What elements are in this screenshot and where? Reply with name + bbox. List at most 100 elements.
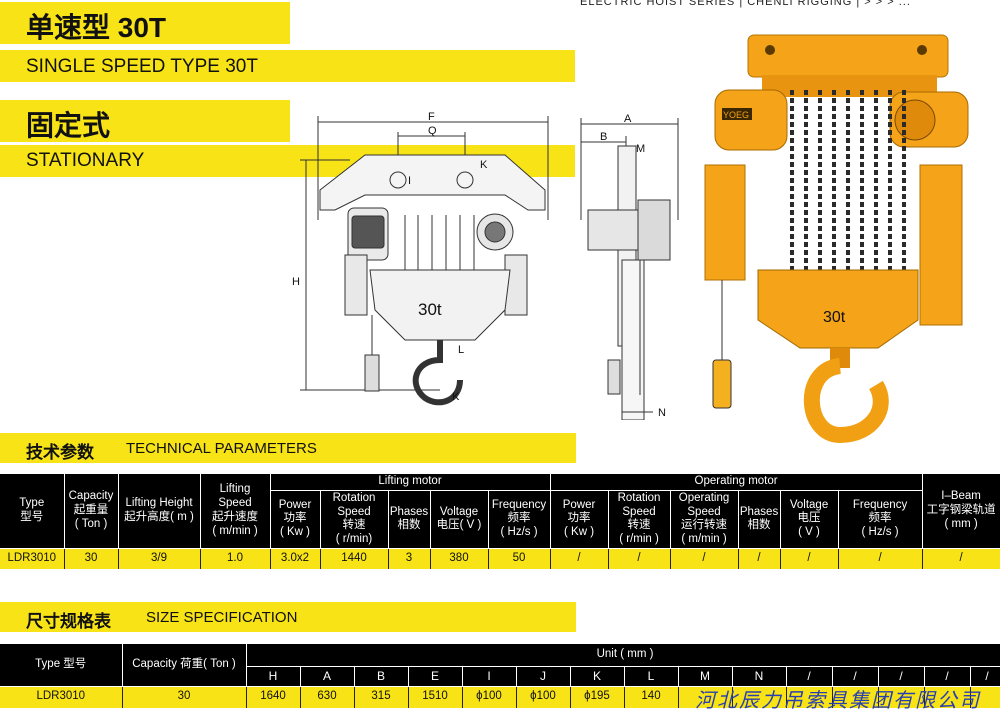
- cell-om-rotation: /: [608, 547, 671, 570]
- cell-size-capacity: 30: [122, 686, 247, 708]
- th-dim-col: B: [354, 666, 409, 687]
- th-size-type: Type 型号: [0, 644, 123, 687]
- th-size-capacity: Capacity 荷重( Ton ): [122, 644, 247, 687]
- dim-label-a: A: [624, 113, 632, 125]
- dim-label-h: H: [292, 276, 300, 288]
- th-group-operating-motor: Operating motor: [550, 474, 923, 491]
- hoist-photo: YOEG 30t: [704, 34, 969, 444]
- tech-params-heading: 技术参数 TECHNICAL PARAMETERS: [0, 433, 576, 463]
- mount-title-cn: 固定式: [26, 110, 111, 141]
- cell-capacity: 30: [64, 547, 119, 570]
- cell-om-phases: /: [738, 547, 781, 570]
- side-view-drawing: A B M N: [580, 113, 679, 420]
- th-dim-col: I: [462, 666, 517, 687]
- cell-dim-value: 1510: [408, 686, 463, 708]
- dim-label-f: F: [428, 111, 435, 123]
- cell-dim-value: 1640: [246, 686, 301, 708]
- cell-dim-value: 315: [354, 686, 409, 708]
- th-dim-col: /: [832, 666, 879, 687]
- size-spec-title-en: SIZE SPECIFICATION: [146, 609, 298, 626]
- th-unit: Unit ( mm ): [246, 644, 1000, 667]
- cell-dim-value: [678, 686, 733, 708]
- cell-dim-value: [732, 686, 787, 708]
- cell-lifting-speed: 1.0: [200, 547, 271, 570]
- th-dim-col: /: [786, 666, 833, 687]
- subtitle-band: [0, 50, 575, 82]
- cell-lm-frequency: 50: [488, 547, 551, 570]
- cell-dim-value: [832, 686, 879, 708]
- dim-label-k-hook: K: [452, 391, 460, 403]
- cell-lifting-height: 3/9: [118, 547, 201, 570]
- cell-dim-value: [878, 686, 925, 708]
- cell-dim-value: ϕ195: [570, 686, 625, 708]
- cell-ibeam: /: [922, 547, 1000, 570]
- tech-params-title-cn: 技术参数: [26, 443, 94, 462]
- cell-dim-value: 140: [624, 686, 679, 708]
- th-dim-col: E: [408, 666, 463, 687]
- th-dim-col: L: [624, 666, 679, 687]
- cell-om-power: /: [550, 547, 609, 570]
- front-view-drawing: F Q I K H L K 30t: [292, 111, 549, 406]
- dim-label-i: I: [408, 175, 411, 187]
- th-dim-col: M: [678, 666, 733, 687]
- photo-brand: YOEG: [723, 110, 749, 120]
- photo-capacity: 30t: [823, 309, 846, 326]
- cell-dim-value: [924, 686, 971, 708]
- mount-band: [0, 100, 290, 142]
- dim-label-k-top: K: [480, 159, 488, 171]
- th-dim-col: /: [970, 666, 1000, 687]
- cell-om-voltage: /: [780, 547, 839, 570]
- th-dim-col: H: [246, 666, 301, 687]
- th-dim-col: /: [878, 666, 925, 687]
- table-row: LDR3010 30 3/9 1.0 3.0x2 1440 3 380 50 /…: [0, 547, 1000, 570]
- dim-label-m: M: [636, 143, 645, 155]
- page-title-en: SINGLE SPEED TYPE 30T: [26, 56, 258, 77]
- cell-dim-value: 630: [300, 686, 355, 708]
- size-spec-title-cn: 尺寸规格表: [26, 612, 111, 631]
- mount-title-en: STATIONARY: [26, 150, 145, 171]
- cell-type: LDR3010: [0, 547, 65, 570]
- th-dim-col: N: [732, 666, 787, 687]
- company-watermark: 河北辰力吊索具集团有限公司: [695, 688, 981, 712]
- series-header-text: ELECTRIC HOIST SERIES | CHENLI RIGGING |…: [580, 0, 911, 8]
- th-dim-col: K: [570, 666, 625, 687]
- tech-params-title-en: TECHNICAL PARAMETERS: [126, 440, 317, 457]
- drawing-capacity-label: 30t: [418, 300, 442, 319]
- cell-dim-value: [786, 686, 833, 708]
- dim-label-l: L: [458, 344, 464, 356]
- cell-dim-value: [970, 686, 1000, 708]
- th-dim-col: /: [924, 666, 971, 687]
- cell-om-speed: /: [670, 547, 739, 570]
- cell-lm-phases: 3: [388, 547, 431, 570]
- cell-size-type: LDR3010: [0, 686, 123, 708]
- cell-dim-value: ϕ100: [516, 686, 571, 708]
- cell-om-frequency: /: [838, 547, 923, 570]
- dim-label-q: Q: [428, 125, 437, 137]
- dim-label-b: B: [600, 131, 607, 143]
- size-spec-heading: 尺寸规格表 SIZE SPECIFICATION: [0, 602, 576, 632]
- title-band: [0, 2, 290, 44]
- th-dim-col: A: [300, 666, 355, 687]
- cell-lm-voltage: 380: [430, 547, 489, 570]
- cell-lm-rotation: 1440: [320, 547, 389, 570]
- th-group-lifting-motor: Lifting motor: [270, 474, 551, 491]
- size-spec-table: Type 型号 Capacity 荷重( Ton ) Unit ( mm ) H…: [0, 644, 1000, 708]
- dim-label-n: N: [658, 407, 666, 419]
- cell-lm-power: 3.0x2: [270, 547, 321, 570]
